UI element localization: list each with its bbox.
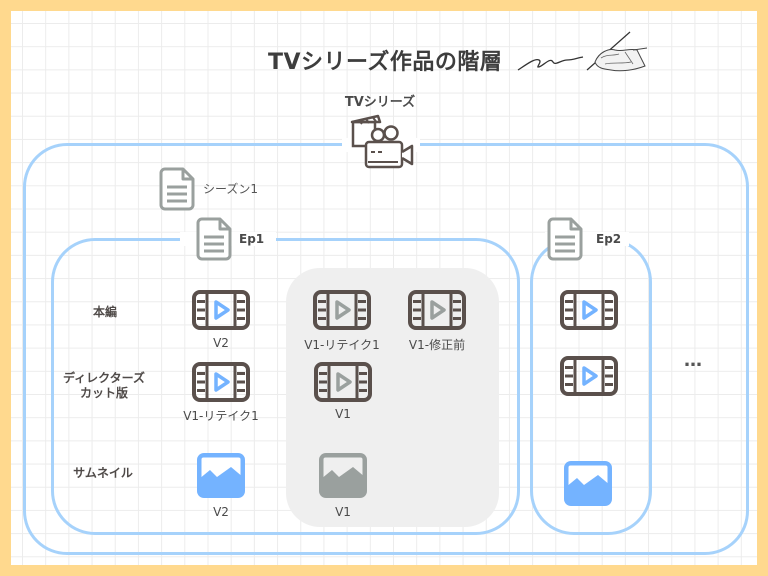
page-title: TVシリーズ作品の階層 [268, 50, 503, 75]
ep1-thumbnail-v2-image-icon[interactable] [196, 452, 246, 500]
ep1-main-v1-retake1-label: V1-リテイク1 [304, 338, 380, 352]
ep1-thumbnail-v2-label: V2 [213, 505, 229, 519]
pen-hand-illustration-icon [517, 31, 648, 72]
season-label: シーズン1 [203, 182, 259, 196]
row-label-directors-cut-line2: カット版 [79, 386, 128, 400]
ep2-document-icon [547, 217, 583, 261]
season-document-icon [159, 167, 195, 211]
ep1-label: Ep1 [239, 232, 265, 246]
ep2-thumbnail-image-icon[interactable] [563, 460, 613, 508]
row-label-directors-cut: ディレクターズ カット版 [48, 371, 160, 401]
ep1-thumbnail-v1-label: V1 [335, 505, 351, 519]
ep1-main-v1-retake1-video-icon[interactable] [313, 290, 371, 330]
ep1-directors-v1-retake1-video-icon[interactable] [192, 362, 250, 402]
ep1-directors-v1-video-icon[interactable] [314, 362, 372, 402]
ep1-main-v2-label: V2 [213, 336, 229, 350]
ep1-document-icon [196, 217, 232, 261]
more-episodes-ellipsis: … [684, 350, 704, 371]
ep1-directors-v1-retake1-label: V1-リテイク1 [183, 409, 259, 423]
ep2-label: Ep2 [596, 232, 622, 246]
ep2-directors-video-icon[interactable] [560, 356, 618, 396]
ep1-main-v1-before-fix-video-icon[interactable] [408, 290, 466, 330]
ep1-directors-v1-label: V1 [335, 407, 351, 421]
ep1-main-v1-before-fix-label: V1-修正前 [408, 338, 466, 352]
episode-1-container [51, 238, 520, 535]
row-label-thumbnail: サムネイル [73, 466, 133, 480]
video-production-icon [350, 114, 414, 169]
ep1-thumbnail-v1-image-icon[interactable] [318, 452, 368, 500]
ep2-main-video-icon[interactable] [560, 290, 618, 330]
tv-series-label: TVシリーズ [344, 95, 416, 110]
row-label-main: 本編 [92, 305, 117, 319]
ep1-main-v2-video-icon[interactable] [192, 290, 250, 330]
row-label-directors-cut-line1: ディレクターズ [62, 371, 146, 385]
